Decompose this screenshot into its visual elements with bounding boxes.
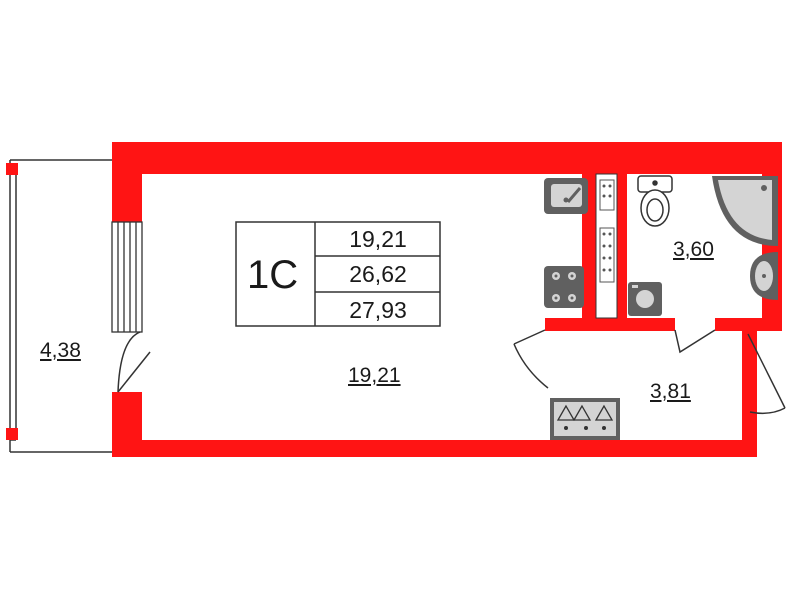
balcony-post-bottom <box>6 428 18 440</box>
exterior-walls <box>112 142 782 457</box>
total-area-value: 26,62 <box>349 261 407 287</box>
balcony <box>9 159 112 453</box>
total-area-with-balcony-value: 27,93 <box>349 297 407 323</box>
living-area-value: 19,21 <box>349 226 407 252</box>
hallway-door <box>513 329 549 389</box>
wardrobe-icon <box>550 398 620 440</box>
balcony-post-top <box>6 163 18 175</box>
shower-icon <box>712 176 778 246</box>
bathroom-area-label: 3,60 <box>673 238 714 261</box>
toilet-icon <box>637 175 673 227</box>
sink-icon <box>544 178 588 214</box>
hallway-area-label: 3,81 <box>650 380 691 403</box>
balcony-window <box>111 221 143 333</box>
washbasin-icon <box>750 252 778 300</box>
bathroom-door <box>674 329 716 354</box>
stove-icon <box>544 266 584 308</box>
balcony-area-label: 4,38 <box>40 339 81 362</box>
balcony-door <box>117 331 151 393</box>
washing-machine-icon <box>628 282 662 316</box>
area-table <box>235 221 441 327</box>
living-room-area-label: 19,21 <box>348 364 401 387</box>
unit-type-label: 1С <box>247 253 299 297</box>
entrance-door <box>747 333 786 415</box>
kitchen-column <box>595 173 618 319</box>
